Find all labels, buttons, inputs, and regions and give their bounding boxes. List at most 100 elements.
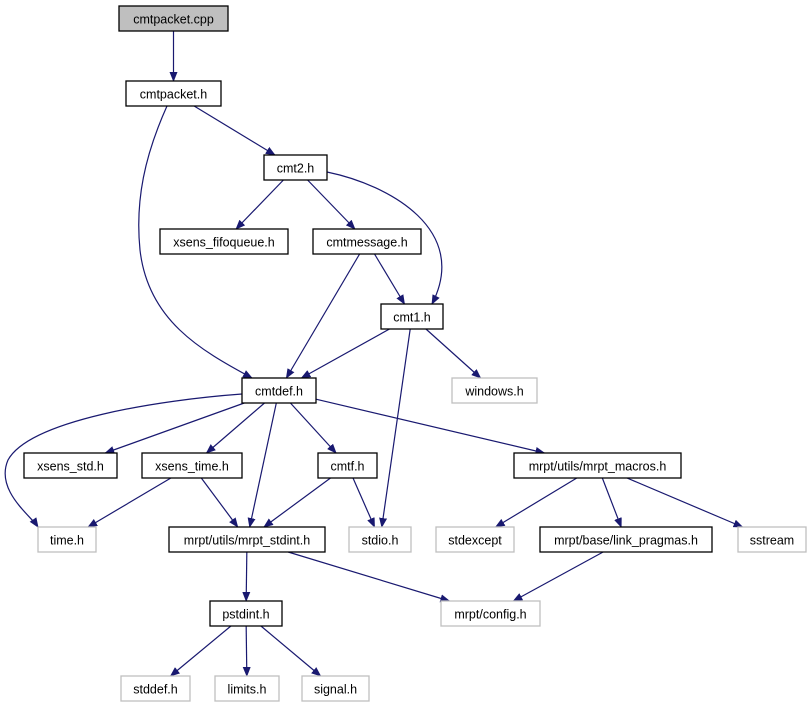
edge-stdint-to-pstdint xyxy=(242,551,251,602)
node-label: mrpt/base/link_pragmas.h xyxy=(554,534,698,548)
node-timeh: time.h xyxy=(37,526,97,553)
node-stddef: stddef.h xyxy=(120,675,191,702)
node-box xyxy=(301,675,370,702)
edge-macros-to-link xyxy=(601,477,622,528)
node-label: stddef.h xyxy=(133,683,178,697)
edge-cmt1-to-def xyxy=(300,328,390,379)
node-label: signal.h xyxy=(314,683,357,697)
node-box xyxy=(125,80,222,107)
edge-pstdint-to-signal xyxy=(260,625,322,677)
edge-packet-to-def xyxy=(138,105,253,379)
node-box xyxy=(141,452,243,479)
node-packet[interactable]: cmtpacket.h xyxy=(125,80,222,107)
node-label: mrpt/utils/mrpt_stdint.h xyxy=(184,534,310,548)
node-label: stdexcept xyxy=(448,534,502,548)
node-label: cmt2.h xyxy=(277,162,315,176)
node-box xyxy=(440,600,541,627)
edge-xtime-to-stdint xyxy=(200,477,239,528)
node-cpp: cmtpacket.cpp xyxy=(118,5,229,32)
node-box xyxy=(380,303,444,330)
node-signal: signal.h xyxy=(301,675,370,702)
node-xtime[interactable]: xsens_time.h xyxy=(141,452,243,479)
node-label: xsens_time.h xyxy=(155,460,229,474)
edge-def-to-stdint xyxy=(247,402,277,528)
node-stdint[interactable]: mrpt/utils/mrpt_stdint.h xyxy=(168,526,326,553)
edge-pstdint-to-stddef xyxy=(169,625,232,677)
node-box xyxy=(159,228,289,255)
node-box xyxy=(209,600,283,627)
edge-cmt2-to-cmt1 xyxy=(326,171,443,305)
node-label: xsens_std.h xyxy=(37,460,104,474)
node-box xyxy=(539,526,713,553)
edge-def-to-xtime xyxy=(205,402,265,454)
node-label: stdio.h xyxy=(362,534,399,548)
edge-def-to-timeh xyxy=(4,393,243,528)
node-label: sstream xyxy=(750,534,794,548)
node-label: time.h xyxy=(50,534,84,548)
node-stdexc: stdexcept xyxy=(435,526,515,553)
edge-macros-to-stdexc xyxy=(494,477,578,528)
node-box xyxy=(263,154,328,181)
node-label: cmtdef.h xyxy=(255,385,303,399)
node-box xyxy=(37,526,97,553)
node-box xyxy=(168,526,326,553)
node-limits: limits.h xyxy=(214,675,280,702)
node-label: windows.h xyxy=(464,385,523,399)
node-label: cmtpacket.cpp xyxy=(133,13,214,27)
node-label: limits.h xyxy=(228,683,267,697)
node-layer: cmtpacket.cpp cmtpacket.h cmt2.h xsens_fifo… xyxy=(23,5,807,702)
edge-def-to-macros xyxy=(315,398,546,455)
edge-macros-to-sstream xyxy=(626,477,744,528)
node-box xyxy=(737,526,807,553)
edge-packet-to-cmt2 xyxy=(193,105,276,156)
node-label: mrpt/config.h xyxy=(454,608,526,622)
node-label: xsens_fifoqueue.h xyxy=(173,236,275,250)
node-xstd[interactable]: xsens_std.h xyxy=(23,452,118,479)
edge-link-to-config xyxy=(512,551,604,602)
node-pstdint[interactable]: pstdint.h xyxy=(209,600,283,627)
node-box xyxy=(241,377,317,404)
node-cmt2[interactable]: cmt2.h xyxy=(263,154,328,181)
node-box xyxy=(120,675,191,702)
edge-xtime-to-timeh xyxy=(87,477,172,528)
edge-cmt1-to-stdio xyxy=(379,328,411,528)
edge-cmtf-to-stdio xyxy=(352,477,376,528)
node-box xyxy=(451,377,538,404)
node-def[interactable]: cmtdef.h xyxy=(241,377,317,404)
node-config: mrpt/config.h xyxy=(440,600,541,627)
node-label: mrpt/utils/mrpt_macros.h xyxy=(529,460,667,474)
edge-cmtf-to-stdint xyxy=(263,477,331,528)
node-box xyxy=(348,526,412,553)
edge-layer xyxy=(4,31,744,677)
node-msg[interactable]: cmtmessage.h xyxy=(312,228,422,255)
edge-cmt1-to-win xyxy=(425,328,482,379)
edge-def-to-cmtf xyxy=(289,402,337,454)
node-box xyxy=(312,228,422,255)
node-box xyxy=(317,452,378,479)
edge-pstdint-to-limits xyxy=(242,625,251,677)
node-label: cmt1.h xyxy=(393,311,431,325)
node-cmtf[interactable]: cmtf.h xyxy=(317,452,378,479)
node-fifo[interactable]: xsens_fifoqueue.h xyxy=(159,228,289,255)
node-link[interactable]: mrpt/base/link_pragmas.h xyxy=(539,526,713,553)
node-sstream: sstream xyxy=(737,526,807,553)
node-win: windows.h xyxy=(451,377,538,404)
edge-cmt2-to-msg xyxy=(307,179,356,230)
node-box xyxy=(23,452,118,479)
node-macros[interactable]: mrpt/utils/mrpt_macros.h xyxy=(513,452,682,479)
node-label: cmtmessage.h xyxy=(326,236,407,250)
node-label: cmtpacket.h xyxy=(140,88,207,102)
edge-def-to-xstd xyxy=(104,402,245,454)
node-cmt1[interactable]: cmt1.h xyxy=(380,303,444,330)
edge-msg-to-cmt1 xyxy=(373,253,406,305)
edge-msg-to-def xyxy=(285,253,361,379)
edge-stdint-to-config xyxy=(287,551,451,603)
edge-cmt2-to-fifo xyxy=(235,179,284,230)
node-box xyxy=(118,5,229,32)
node-label: pstdint.h xyxy=(222,608,269,622)
node-label: cmtf.h xyxy=(330,460,364,474)
node-box xyxy=(435,526,515,553)
node-box xyxy=(214,675,280,702)
node-stdio: stdio.h xyxy=(348,526,412,553)
